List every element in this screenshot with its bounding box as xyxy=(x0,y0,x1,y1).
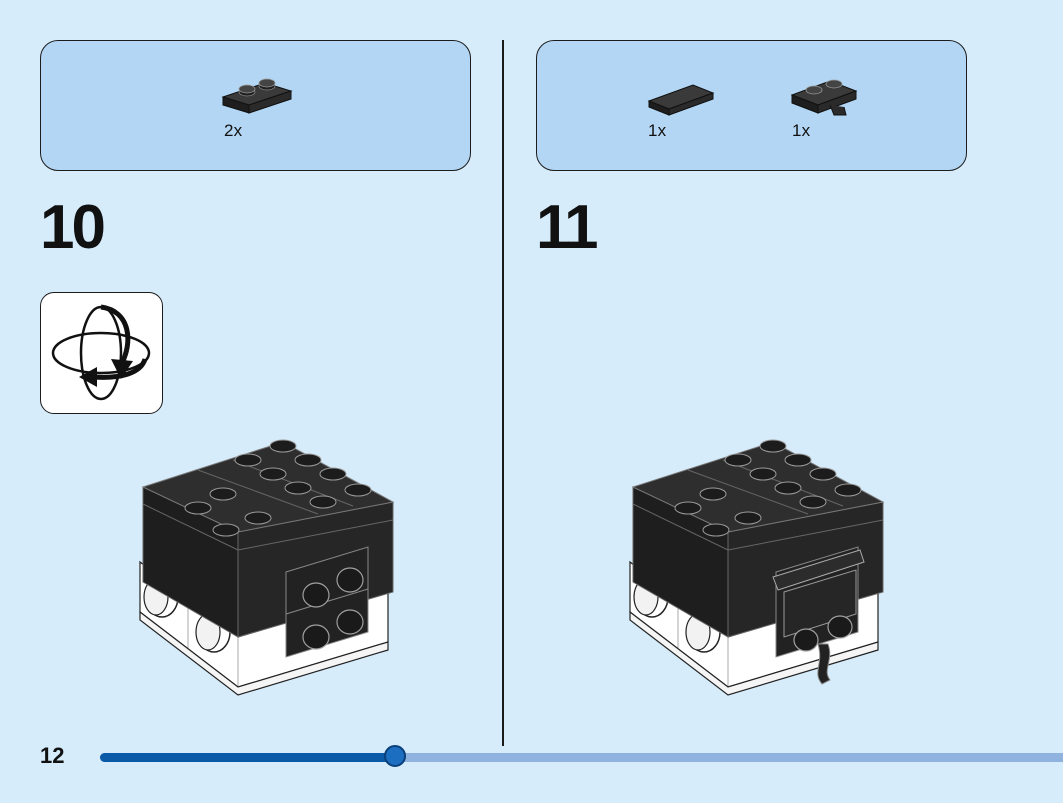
model-step-10 xyxy=(139,439,395,696)
plate-1x2-icon xyxy=(221,78,293,114)
part-qty: 2x xyxy=(224,121,243,140)
progress-fill xyxy=(100,753,395,762)
progress-track xyxy=(100,753,1063,762)
tile-1x2-icon xyxy=(647,84,715,116)
step-number: 11 xyxy=(536,193,599,262)
plate-with-clip-icon xyxy=(790,79,858,116)
step-divider xyxy=(502,40,504,746)
step-number: 10 xyxy=(40,193,106,262)
parts-box-step-11: 1x 1x xyxy=(536,40,967,171)
part-qty: 1x xyxy=(648,121,667,140)
model-step-11 xyxy=(629,439,885,696)
progress-knob[interactable] xyxy=(384,745,406,767)
rotate-icon xyxy=(51,304,151,401)
rotate-model-callout xyxy=(40,292,163,414)
parts-box-step-10: 2x xyxy=(40,40,471,171)
page-number: 12 xyxy=(40,743,65,768)
part-qty: 1x xyxy=(792,121,811,140)
